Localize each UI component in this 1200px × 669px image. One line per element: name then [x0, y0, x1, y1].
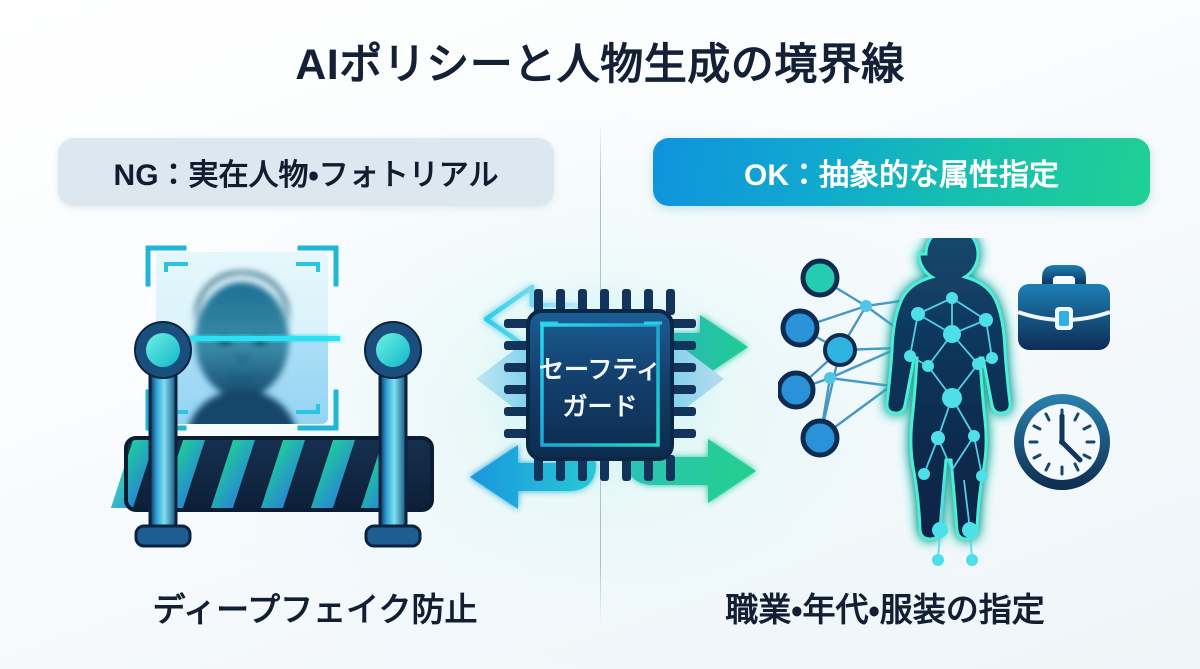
chip-label-line1: セーフティ	[539, 356, 661, 384]
safety-guard-chip: セーフティ ガード	[504, 289, 696, 481]
human-silhouette-with-network	[778, 238, 1138, 578]
chip-label-line2: ガード	[562, 393, 637, 421]
caption-right: 職業・年代・服装の指定	[725, 591, 1045, 628]
scan-line	[144, 336, 340, 341]
barrier-post-right	[364, 321, 422, 548]
center-flow-diagram: セーフティ ガード	[380, 205, 820, 565]
arrow-mid-right	[630, 341, 724, 417]
face-scan-frame	[144, 245, 340, 431]
human-silhouette	[885, 238, 1012, 541]
badge-ng-label: NG：実在人物・フォトリアル	[113, 159, 499, 192]
badge-ok: OK：抽象的な属性指定	[653, 138, 1150, 206]
clock-icon	[1014, 394, 1110, 490]
network-nodes	[778, 258, 911, 458]
briefcase-icon	[1017, 265, 1111, 350]
striped-barrier	[110, 436, 434, 512]
barrier-with-face-scan	[108, 240, 458, 570]
badge-ok-label: OK：抽象的な属性指定	[744, 159, 1059, 192]
chip-pins	[504, 289, 696, 481]
arrow-bottom-right	[626, 403, 756, 503]
arrow-mid-left	[476, 341, 570, 417]
caption-left: ディープフェイク防止	[152, 591, 478, 628]
page-title: AIポリシーと人物生成の境界線	[295, 41, 905, 89]
body-network-nodes	[904, 292, 998, 566]
arrow-bottom-left	[470, 403, 596, 509]
blurred-face	[186, 271, 298, 424]
barrier-post-left	[134, 321, 192, 548]
badge-ng: NG：実在人物・フォトリアル	[58, 138, 554, 206]
